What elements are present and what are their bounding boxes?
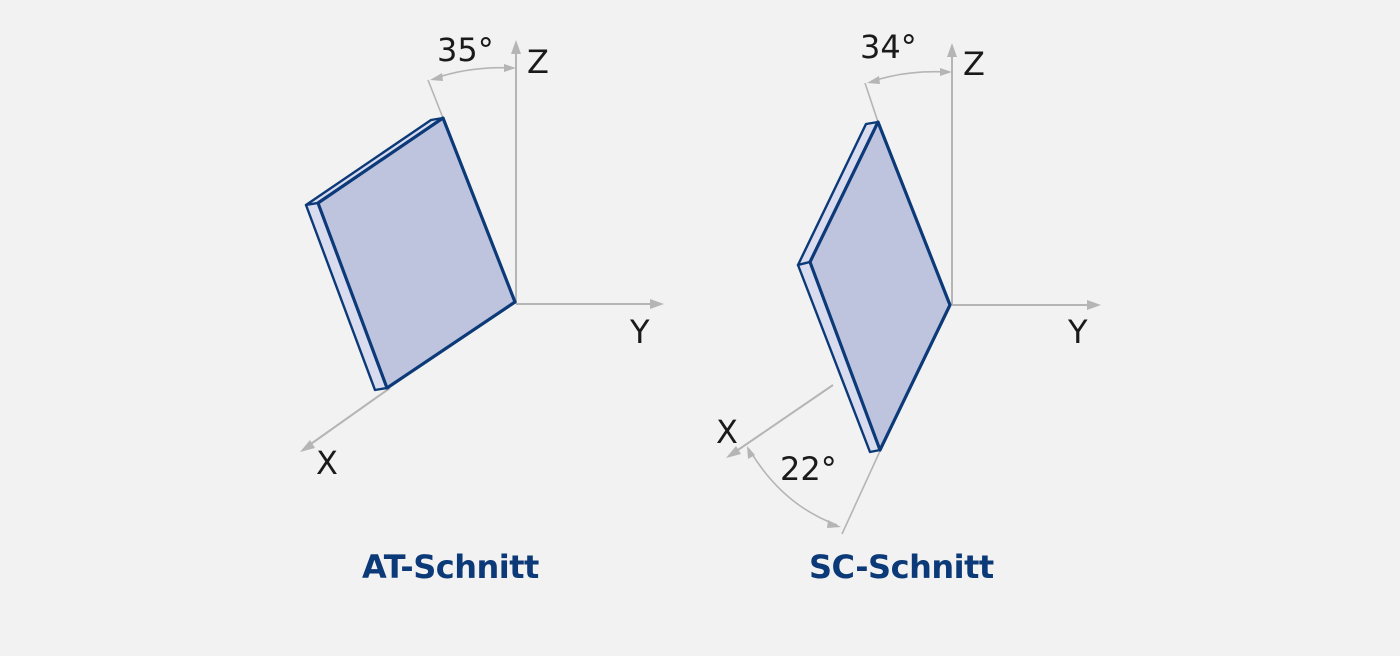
sc-bottom-angle-arc (748, 448, 838, 526)
at-z-label: Z (527, 43, 549, 81)
at-y-label: Y (629, 313, 650, 351)
sc-top-angle-arc (869, 70, 948, 83)
at-angle-arc (432, 66, 513, 80)
at-normal-line (427, 79, 444, 119)
sc-bottom-angle-label: 22° (780, 450, 837, 488)
sc-bottom-reference-line (841, 450, 881, 535)
sc-plate-face (808, 120, 952, 452)
at-x-arrow-icon (300, 440, 315, 452)
at-arc-arrow-right-icon (504, 64, 516, 72)
at-z-arrow-icon (511, 40, 521, 54)
sc-bottom-arc-arrow-right-icon (827, 520, 841, 528)
at-cut-caption: AT-Schnitt (362, 548, 539, 586)
sc-y-arrow-icon (1087, 300, 1101, 310)
sc-z-label: Z (963, 45, 985, 83)
sc-top-arc-arrow-right-icon (940, 68, 952, 76)
at-plate-face (316, 116, 517, 390)
sc-x-label: X (716, 413, 738, 451)
sc-x-axis (734, 384, 834, 453)
sc-top-arc-arrow-left-icon (867, 76, 880, 84)
sc-cut-caption: SC-Schnitt (809, 548, 994, 586)
sc-bottom-arc-arrow-left-icon (747, 446, 755, 459)
at-x-axis (307, 387, 391, 447)
at-y-arrow-icon (650, 299, 664, 309)
sc-top-angle-label: 34° (860, 28, 917, 66)
sc-top-reference-line (864, 82, 879, 123)
sc-cut-diagram: 34° Z Y X 22° (716, 28, 1101, 535)
at-x-label: X (316, 444, 338, 482)
at-cut-diagram: 35° Z Y X (300, 31, 664, 482)
sc-y-label: Y (1067, 313, 1088, 351)
at-angle-label: 35° (437, 31, 494, 69)
sc-z-arrow-icon (947, 43, 957, 57)
at-arc-arrow-left-icon (430, 73, 443, 81)
sc-x-arrow-icon (726, 446, 741, 458)
